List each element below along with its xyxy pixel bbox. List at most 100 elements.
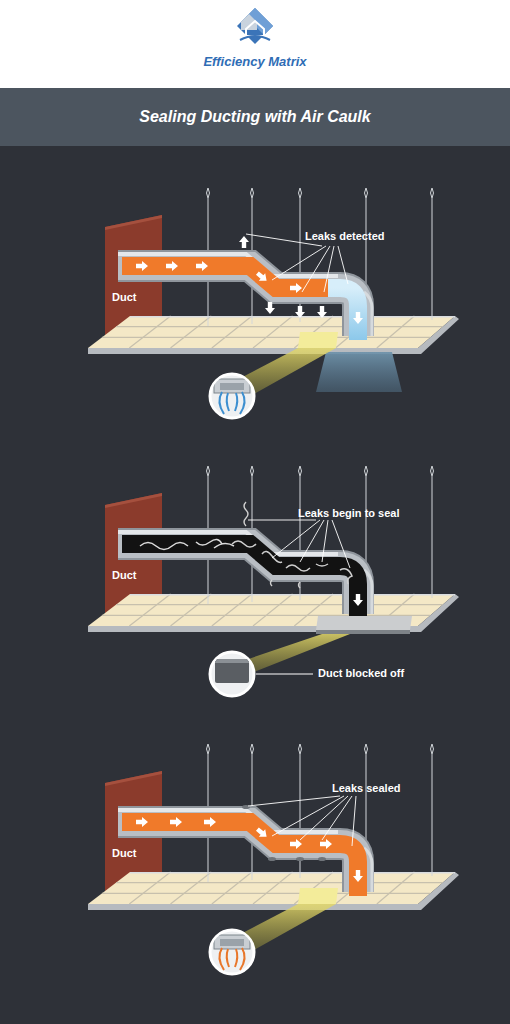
sealant-fog-part: [353, 594, 363, 606]
airflow-part: [196, 261, 208, 271]
leader-line-part: [322, 520, 328, 562]
leader-line-part: [248, 520, 316, 521]
ceiling-grid: [88, 316, 459, 354]
diffuser-closeup: [210, 930, 254, 974]
airflow-part: [204, 817, 216, 827]
airflow: [122, 817, 363, 896]
wall-label: Duct: [112, 291, 136, 303]
leader-line-part: [272, 796, 344, 836]
logo-icon-part: [246, 21, 264, 36]
leader-line-part: [352, 796, 356, 846]
title-text: Sealing Ducting with Air Caulk: [0, 88, 510, 146]
diffuser-closeup-part: [210, 652, 254, 696]
leader-line-part: [248, 796, 340, 806]
airflow-part: [170, 817, 182, 827]
airflow-part: [254, 825, 270, 840]
leader-line-part: [332, 520, 350, 568]
airflow: [122, 261, 363, 340]
leak-arrow-part: [265, 302, 275, 314]
leader-line-part: [324, 246, 334, 292]
blocking-board-part: [316, 630, 410, 634]
diffuser-closeup: [210, 374, 254, 418]
wall-edge: [105, 493, 162, 508]
diffuser-closeup-part-part: [220, 383, 244, 390]
diffuser-closeup-part: [215, 659, 249, 683]
logo-icon-part: [240, 36, 270, 40]
logo-icon-part: [237, 8, 273, 44]
diffuser-closeup-part: [210, 930, 254, 974]
leak-smoke-part: [299, 582, 301, 588]
brand-name: Efficiency Matrix: [0, 54, 510, 69]
diffuser-closeup: [210, 652, 254, 696]
sealed-spot-part: [268, 857, 276, 861]
leader-line: [256, 674, 313, 675]
leak-arrow: [239, 236, 327, 318]
leader-line-part: [322, 796, 352, 840]
callout-text: Leaks begin to seal: [298, 507, 399, 519]
leak-smoke: [244, 502, 300, 588]
ceiling-grid: [88, 872, 459, 910]
blocking-board-part: [316, 616, 412, 630]
leak-smoke-part: [244, 502, 248, 526]
callout-text: Leaks detected: [305, 230, 384, 242]
sealant-fog-part: [232, 541, 328, 571]
header-band: [0, 0, 510, 88]
airflow-part: [136, 817, 148, 827]
blocking-board: [316, 616, 412, 634]
airflow-part: [353, 312, 363, 324]
leader-line: [246, 234, 348, 292]
airflow-part: [122, 266, 330, 288]
diffuser-closeup-part-part: [219, 392, 244, 414]
leader-line: [248, 796, 356, 846]
sealed-spot-part: [318, 857, 326, 861]
wall-label: Duct: [112, 569, 136, 581]
sealant-fog-part: [340, 569, 352, 584]
wall-edge: [105, 771, 162, 786]
airflow-part: [290, 839, 302, 849]
spotlight-beam: [210, 904, 336, 950]
leader-line-part: [338, 246, 348, 284]
ceiling-highlight: [298, 888, 338, 904]
sealant-fog-part: [140, 539, 234, 549]
leak-smoke-part: [271, 580, 273, 586]
airflow-part: [136, 261, 148, 271]
airflow-part: [320, 839, 332, 849]
diffuser-closeup-part-part: [214, 935, 250, 949]
ceiling-highlight: [298, 332, 338, 348]
leader-line-part: [272, 246, 326, 280]
title-band: [0, 88, 510, 146]
leak-arrow-part: [317, 306, 327, 318]
logo-icon: [237, 8, 273, 44]
diffuser-closeup-part: [214, 379, 250, 414]
panel-leaks-sealing: [88, 466, 459, 696]
diffuser-closeup-part-part: [215, 659, 249, 663]
spotlight-beam: [210, 348, 336, 394]
leak-arrow-part: [295, 306, 305, 318]
airflow-part: [353, 870, 363, 882]
cold-air-cone: [316, 352, 402, 392]
diffuser-closeup-part-part: [219, 948, 244, 970]
airflow-part: [254, 269, 270, 284]
callout-text: Duct blocked off: [318, 667, 404, 679]
diffuser-closeup-part-part: [215, 659, 249, 683]
sealed-spot-part: [296, 857, 304, 861]
leak-arrow-part: [239, 236, 249, 248]
airflow-part: [166, 261, 178, 271]
panel-leaks-detected: [88, 188, 459, 418]
wall-label: Duct: [112, 847, 136, 859]
leader-line: [248, 520, 350, 568]
diffuser-closeup-part-part: [214, 379, 250, 393]
airflow-part: [122, 822, 358, 896]
ceiling-grid: [88, 594, 459, 632]
airflow-part: [290, 283, 302, 293]
callout-text: Leaks sealed: [332, 782, 401, 794]
leader-line-part: [300, 520, 324, 562]
panel-leaks-sealed: [88, 744, 459, 974]
sealant-fog: [122, 539, 363, 618]
leader-line-part: [300, 796, 348, 840]
